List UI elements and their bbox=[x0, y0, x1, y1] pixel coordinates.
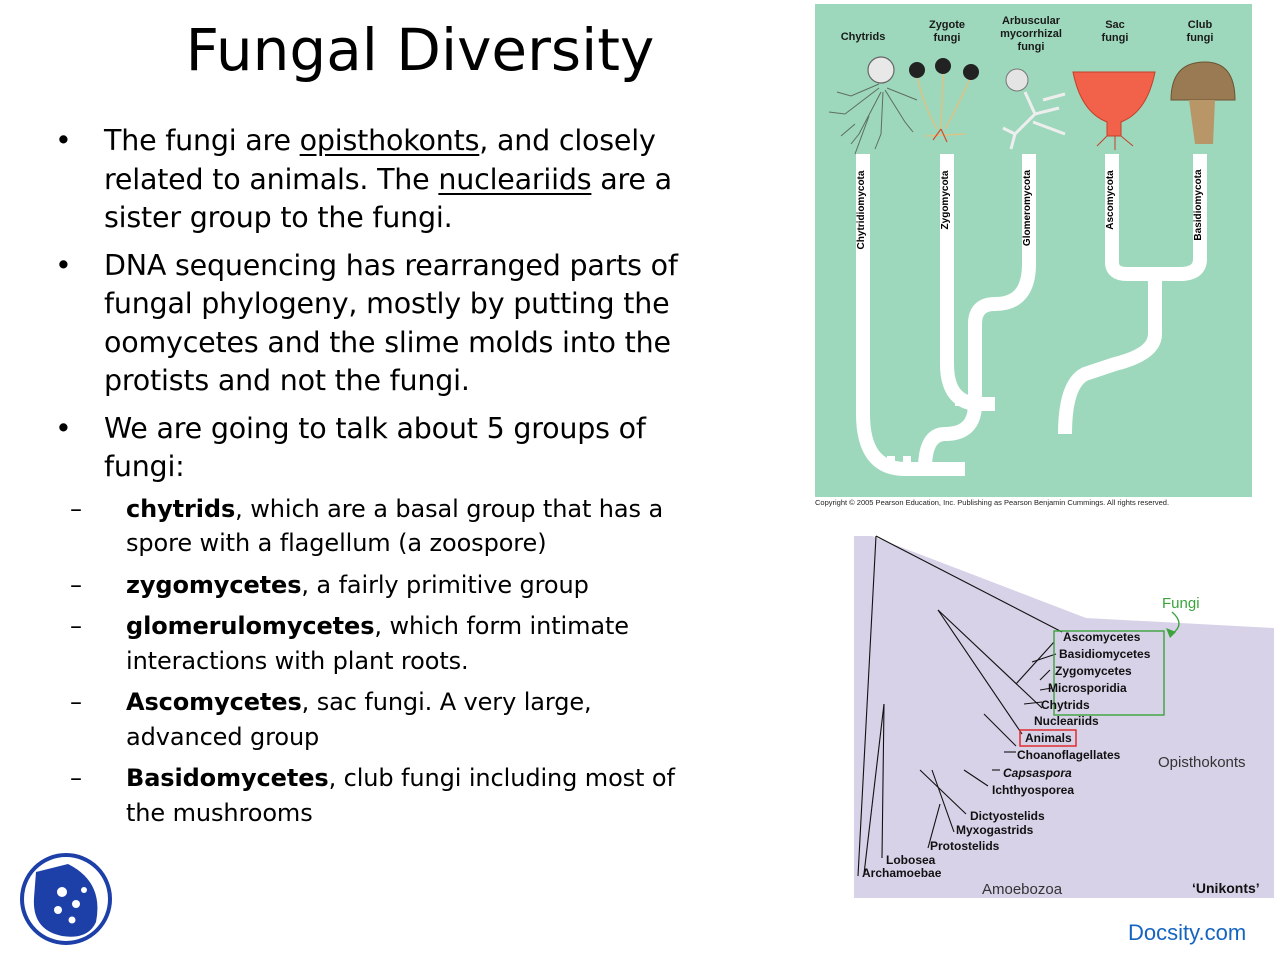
dash-glyph: – bbox=[70, 570, 82, 599]
label-line: Zygote bbox=[928, 19, 966, 31]
phylum-text: Glomeromycota bbox=[1022, 169, 1033, 247]
taxon-label: Protostelids bbox=[930, 839, 1000, 853]
taxon-label: Capsaspora bbox=[1003, 766, 1072, 780]
arrowhead-icon bbox=[1166, 628, 1176, 638]
group-label-arbuscular: Arbuscular mycorrhizal fungi bbox=[993, 15, 1069, 54]
unikont-tree: Fungi Ascomycetes Basidiomycetes Zygomyc… bbox=[854, 535, 1274, 898]
taxon-label: Choanoflagellates bbox=[1017, 748, 1121, 762]
phylum-text: Basidiomycota bbox=[1193, 169, 1204, 241]
sub-term: chytrids bbox=[126, 494, 236, 523]
nucleariids-link[interactable]: nucleariids bbox=[438, 162, 592, 196]
label-line: fungi bbox=[1017, 41, 1045, 53]
taxon-label: Microsporidia bbox=[1048, 681, 1127, 695]
bullet-text: The fungi are bbox=[104, 124, 300, 157]
sub-term: glomerulomycetes bbox=[126, 612, 375, 640]
taxon-label: Ichthyosporea bbox=[992, 783, 1074, 797]
sub-text: , which are a basal group that has a spo… bbox=[126, 494, 664, 558]
label-line: fungi bbox=[933, 32, 961, 44]
phylum-label-zygomycota: Zygomycota bbox=[940, 162, 954, 238]
bullet-text: We are going to talk about 5 groups of f… bbox=[104, 411, 646, 484]
bullet-item: • The fungi are opisthokonts, and closel… bbox=[55, 122, 715, 238]
label-line: Sac bbox=[1105, 19, 1125, 31]
label-line: Club bbox=[1187, 19, 1213, 31]
phylum-label-basidiomycota: Basidiomycota bbox=[1193, 162, 1207, 248]
sub-text: , a fairly primitive group bbox=[301, 570, 589, 599]
taxon-label: Chytrids bbox=[1041, 698, 1090, 712]
sub-text: , which form intimate interactions with … bbox=[126, 612, 629, 675]
sac-fungi-icon bbox=[1072, 71, 1156, 150]
group-label-club: Club fungi bbox=[1170, 19, 1230, 45]
group-label-zygote: Zygote fungi bbox=[915, 19, 979, 45]
taxon-label: Zygomycetes bbox=[1055, 664, 1132, 678]
arbuscular-fungi-icon bbox=[1002, 68, 1066, 150]
sub-term: Ascomycetes bbox=[126, 688, 302, 716]
label-line: mycorrhizal bbox=[1000, 28, 1062, 40]
group-label-chytrids: Chytrids bbox=[831, 31, 895, 44]
taxon-label: Animals bbox=[1025, 731, 1072, 745]
sub-item: – chytrids, which are a basal group that … bbox=[70, 492, 715, 561]
sub-text: , club fungi including most of the mushr… bbox=[126, 764, 675, 827]
bullet-text: DNA sequencing has rearranged parts of f… bbox=[104, 248, 678, 398]
zygote-fungi-icon bbox=[909, 58, 979, 143]
label-line: Chytrids bbox=[840, 31, 886, 43]
sub-item: – glomerulomycetes, which form intimate i… bbox=[70, 609, 715, 678]
branch-gaps bbox=[887, 394, 979, 468]
docsity-brand-link[interactable]: Docsity.com bbox=[1128, 920, 1247, 945]
phylum-label-glomeromycota: Glomeromycota bbox=[1022, 162, 1036, 254]
bullet-text: are a sister group to the fungi. bbox=[104, 162, 672, 235]
sub-term: zygomycetes bbox=[126, 570, 302, 599]
taxon-label: Basidiomycetes bbox=[1059, 647, 1151, 661]
phylogeny-tree bbox=[828, 56, 1236, 476]
phylum-text: Zygomycota bbox=[940, 170, 951, 230]
phylum-label-ascomycota: Ascomycota bbox=[1105, 162, 1119, 238]
copyright-notice: Copyright © 2005 Pearson Education, Inc.… bbox=[815, 498, 1170, 507]
phylum-label-chytridiomycota: Chytridiomycota bbox=[856, 162, 870, 258]
amoebozoa-label: Amoebozoa bbox=[982, 881, 1063, 898]
dash-glyph: – bbox=[70, 764, 82, 792]
label-line: fungi bbox=[1186, 32, 1214, 44]
taxon-label: Lobosea bbox=[886, 853, 936, 867]
sub-item: – Basidomycetes, club fungi including mos… bbox=[70, 761, 715, 830]
bullet-item: • DNA sequencing has rearranged parts of… bbox=[55, 247, 715, 401]
fungi-box bbox=[1053, 630, 1165, 716]
unikonts-label: ‘Unikonts’ bbox=[1192, 880, 1260, 896]
phylum-text: Chytridiomycota bbox=[856, 170, 867, 250]
sub-text: , sac fungi. A very large, advanced grou… bbox=[126, 688, 592, 751]
opisthokonts-link[interactable]: opisthokonts bbox=[299, 124, 480, 157]
slide-title: Fungal Diversity bbox=[185, 16, 655, 84]
label-line: fungi bbox=[1101, 32, 1129, 44]
bullet-glyph: • bbox=[55, 411, 72, 445]
sub-list: – chytrids, which are a basal group that … bbox=[70, 492, 715, 831]
sub-item: – zygomycetes, a fairly primitive group bbox=[70, 568, 715, 603]
dash-glyph: – bbox=[70, 494, 82, 523]
unikont-tree-figure: Fungi Ascomycetes Basidiomycetes Zygomyc… bbox=[854, 534, 1278, 900]
animals-box bbox=[1019, 729, 1077, 747]
sub-item: – Ascomycetes, sac fungi. A very large, a… bbox=[70, 685, 715, 754]
dash-glyph: – bbox=[70, 688, 82, 716]
chytrid-icon bbox=[828, 56, 918, 155]
taxon-label: Myxogastrids bbox=[956, 823, 1034, 837]
bullet-glyph: • bbox=[55, 248, 72, 282]
bullet-text: , and closely related to animals. The bbox=[104, 124, 656, 196]
club-fungi-icon bbox=[1170, 61, 1236, 144]
taxon-label: Nucleariids bbox=[1034, 714, 1099, 728]
fungal-phylogeny-figure: Chytrids Zygote fungi Arbuscular mycorrh… bbox=[815, 4, 1252, 497]
label-line: Arbuscular bbox=[1001, 15, 1061, 27]
bullet-list: • The fungi are opisthokonts, and closel… bbox=[55, 122, 715, 839]
sub-term: Basidomycetes bbox=[126, 764, 329, 792]
docsity-logo-icon bbox=[18, 852, 114, 946]
taxon-label: Ascomycetes bbox=[1063, 630, 1141, 644]
tree-branches bbox=[857, 535, 1063, 877]
taxon-label: Archamoebae bbox=[862, 866, 942, 880]
dash-glyph: – bbox=[70, 612, 82, 640]
taxon-label: Dictyostelids bbox=[970, 809, 1045, 823]
bullet-item: • We are going to talk about 5 groups of… bbox=[55, 410, 715, 831]
group-label-sac: Sac fungi bbox=[1085, 19, 1145, 45]
opisthokonts-label: Opisthokonts bbox=[1158, 754, 1246, 771]
fungi-label: Fungi bbox=[1162, 595, 1200, 612]
bullet-glyph: • bbox=[55, 124, 72, 157]
phylum-text: Ascomycota bbox=[1105, 170, 1116, 230]
